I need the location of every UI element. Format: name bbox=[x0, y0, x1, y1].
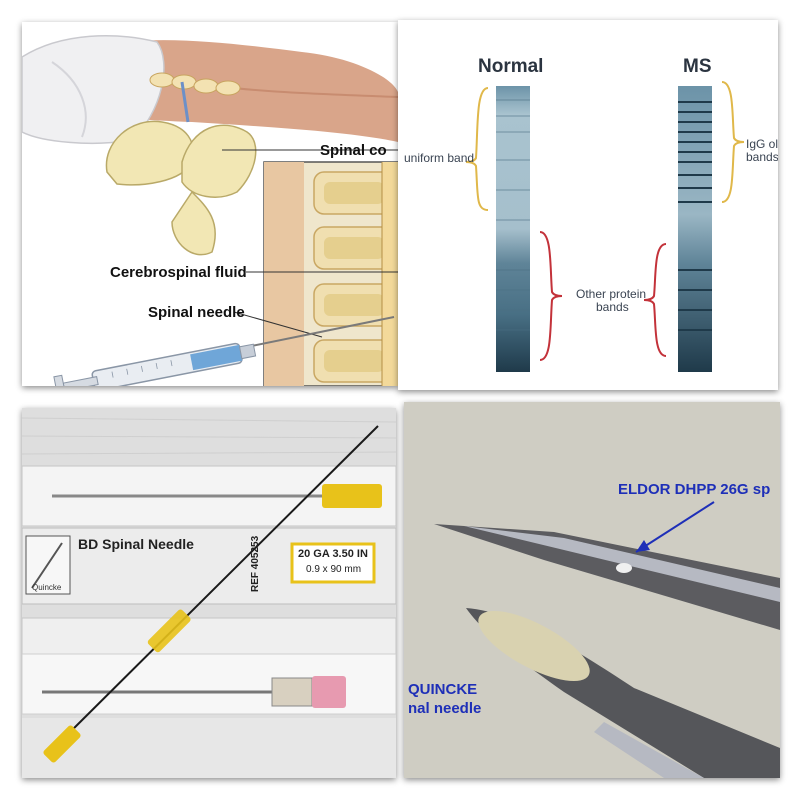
quincke-label-line2: nal needle bbox=[408, 700, 482, 717]
size-label: 0.9 x 90 mm bbox=[306, 564, 362, 575]
spinal-cord-label: Spinal co bbox=[320, 142, 387, 159]
gauge-label: 20 GA 3.50 IN bbox=[298, 548, 368, 560]
lumbar-puncture-drawing bbox=[22, 22, 398, 386]
csf-electrophoresis-figure: Normal MS uniform band IgG olig bands Ot… bbox=[398, 20, 778, 390]
normal-heading: Normal bbox=[478, 56, 544, 77]
quincke-label-line1: QUINCKE bbox=[408, 681, 478, 698]
needle-tips-drawing bbox=[404, 402, 780, 778]
uniform-band-label: uniform band bbox=[404, 151, 475, 165]
igg-oligoclonal-label-line2: bands bbox=[746, 150, 778, 164]
other-protein-label-line2: bands bbox=[596, 300, 629, 314]
tip-type-label: Quincke bbox=[32, 583, 62, 592]
bd-brand-label: BD Spinal Needle bbox=[78, 536, 194, 552]
gel-lanes-drawing bbox=[398, 20, 778, 390]
packages-drawing bbox=[22, 408, 396, 778]
csf-label: Cerebrospinal fluid bbox=[110, 264, 247, 281]
spinal-needle-packages-photo: BD Spinal Needle Quincke 20 GA 3.50 IN 0… bbox=[22, 408, 396, 778]
eldor-needle-label: ELDOR DHPP 26G sp bbox=[618, 481, 771, 498]
spinal-needle-label: Spinal needle bbox=[148, 304, 245, 321]
ms-heading: MS bbox=[683, 56, 712, 77]
igg-oligoclonal-label-line1: IgG olig bbox=[746, 137, 778, 151]
needle-tip-micrograph: ELDOR DHPP 26G sp QUINCKE nal needle bbox=[404, 402, 780, 778]
ref-number-label: REF 405253 bbox=[250, 535, 261, 592]
lumbar-puncture-illustration: Spinal co Cerebrospinal fluid Spinal nee… bbox=[22, 22, 398, 386]
other-protein-label-line1: Other protein bbox=[576, 287, 647, 301]
